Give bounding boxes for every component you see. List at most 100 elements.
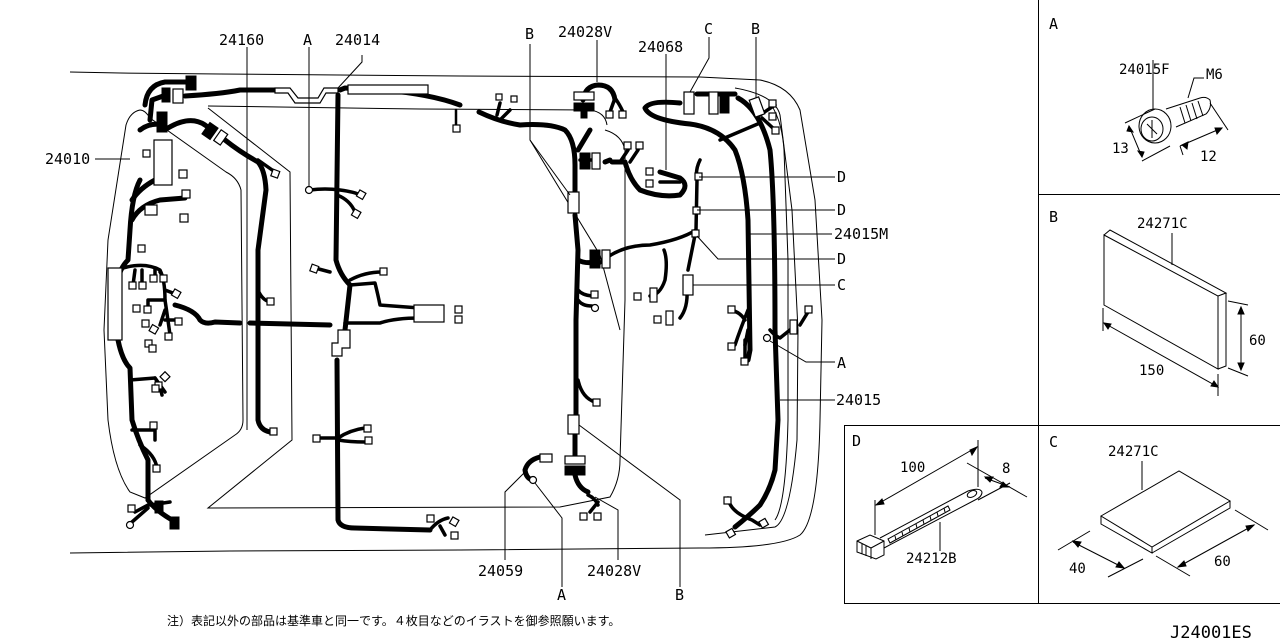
connector	[269, 427, 278, 436]
protector-pad-B	[748, 96, 766, 118]
pad-B-illustration	[1103, 229, 1228, 370]
connector	[635, 141, 644, 150]
bolt-part-number: 24015F	[1119, 62, 1170, 78]
junction-clip	[331, 329, 351, 357]
connector	[138, 281, 147, 290]
connector	[312, 434, 321, 443]
detail-panel-A: A 24015F M6 13 12	[1049, 15, 1229, 165]
callout-24015M: 24015M	[834, 225, 888, 243]
connector	[174, 317, 183, 326]
ground-terminal	[528, 475, 538, 485]
callout-C-right: C	[837, 276, 846, 294]
protector-pad-C	[682, 274, 694, 296]
connector	[452, 124, 461, 133]
connector	[143, 305, 152, 314]
connector	[510, 95, 518, 103]
connector	[149, 274, 158, 283]
protector-pad-B	[567, 414, 580, 435]
connector	[127, 504, 136, 513]
connector	[151, 384, 160, 393]
connector	[804, 305, 813, 314]
callout-24015: 24015	[836, 391, 881, 409]
connector	[768, 112, 777, 121]
drawing-code: J24001ES	[1170, 623, 1252, 640]
connector	[771, 126, 780, 135]
callout-24160: 24160	[219, 31, 264, 49]
tie-length-dimension: 100	[900, 460, 925, 476]
connector	[758, 517, 770, 529]
connector	[270, 168, 281, 179]
connector	[379, 267, 388, 276]
junction-block	[413, 304, 445, 323]
connector	[142, 149, 151, 158]
junction-block	[107, 267, 123, 341]
connector	[768, 99, 777, 108]
connectors	[107, 75, 813, 540]
connector	[144, 204, 158, 216]
protector-tube	[347, 84, 429, 95]
connector	[633, 292, 642, 301]
connector	[137, 244, 146, 253]
connector	[212, 128, 229, 146]
footer-note: 注）表記以外の部品は基準車と同一です。４枚目などのイラストを御参照願います。	[167, 613, 620, 628]
callout-24010: 24010	[45, 150, 90, 168]
connector-black	[154, 500, 164, 514]
callout-labels: 24160 A 24014 B 24028V 24068 C B 24010 D…	[45, 20, 888, 604]
connector	[350, 208, 362, 220]
bolt-length-dimension: 12	[1200, 149, 1217, 165]
connector	[172, 88, 184, 104]
callout-A-top: A	[303, 31, 312, 49]
harness-24014	[308, 92, 450, 537]
callout-D-2: D	[837, 201, 846, 219]
connector-black	[201, 121, 219, 141]
detail-panel-D: D 100 8 24212B	[852, 432, 1028, 567]
connector	[148, 323, 160, 335]
connector	[448, 516, 460, 528]
callout-24068: 24068	[638, 38, 683, 56]
callout-D-3: D	[837, 250, 846, 268]
connector	[727, 342, 736, 351]
callout-C-top: C	[704, 20, 713, 38]
connector	[149, 421, 158, 430]
junction-block	[153, 139, 173, 186]
callout-D-1: D	[837, 168, 846, 186]
connector	[181, 189, 191, 199]
harness-24059	[522, 454, 543, 483]
connector-black	[580, 109, 588, 119]
panel-A-title: A	[1049, 15, 1058, 33]
connector	[579, 512, 588, 521]
callout-A-right: A	[837, 354, 846, 372]
detail-panel-frames	[844, 0, 1280, 604]
harness-24068	[598, 91, 810, 530]
connector	[592, 398, 601, 407]
protector-pad-B	[567, 191, 580, 214]
pad-C-width-dimension: 40	[1069, 561, 1086, 577]
connector	[132, 304, 141, 313]
connector-black	[579, 152, 591, 170]
ground-terminal	[590, 303, 600, 313]
callout-24014: 24014	[335, 31, 380, 49]
connector	[364, 436, 373, 445]
connector-black	[564, 465, 586, 476]
connector-black	[156, 111, 168, 133]
connector	[645, 179, 654, 188]
callout-24059: 24059	[478, 562, 523, 580]
connector	[649, 287, 658, 303]
tie-part-number: 24212B	[906, 551, 957, 567]
pad-C-part-number: 24271C	[1108, 444, 1159, 460]
connector	[727, 305, 736, 314]
connector	[590, 290, 599, 299]
pad-B-length-dimension: 150	[1139, 363, 1164, 379]
pad-C-illustration	[1100, 470, 1231, 554]
connector	[170, 288, 182, 300]
connector	[178, 169, 188, 179]
connector-black	[589, 249, 601, 269]
connector	[708, 91, 719, 115]
protector-bend	[274, 87, 339, 104]
connector	[159, 370, 171, 383]
connector	[789, 319, 798, 335]
connector	[725, 527, 737, 539]
clip-D	[691, 229, 700, 238]
connector	[152, 464, 161, 473]
